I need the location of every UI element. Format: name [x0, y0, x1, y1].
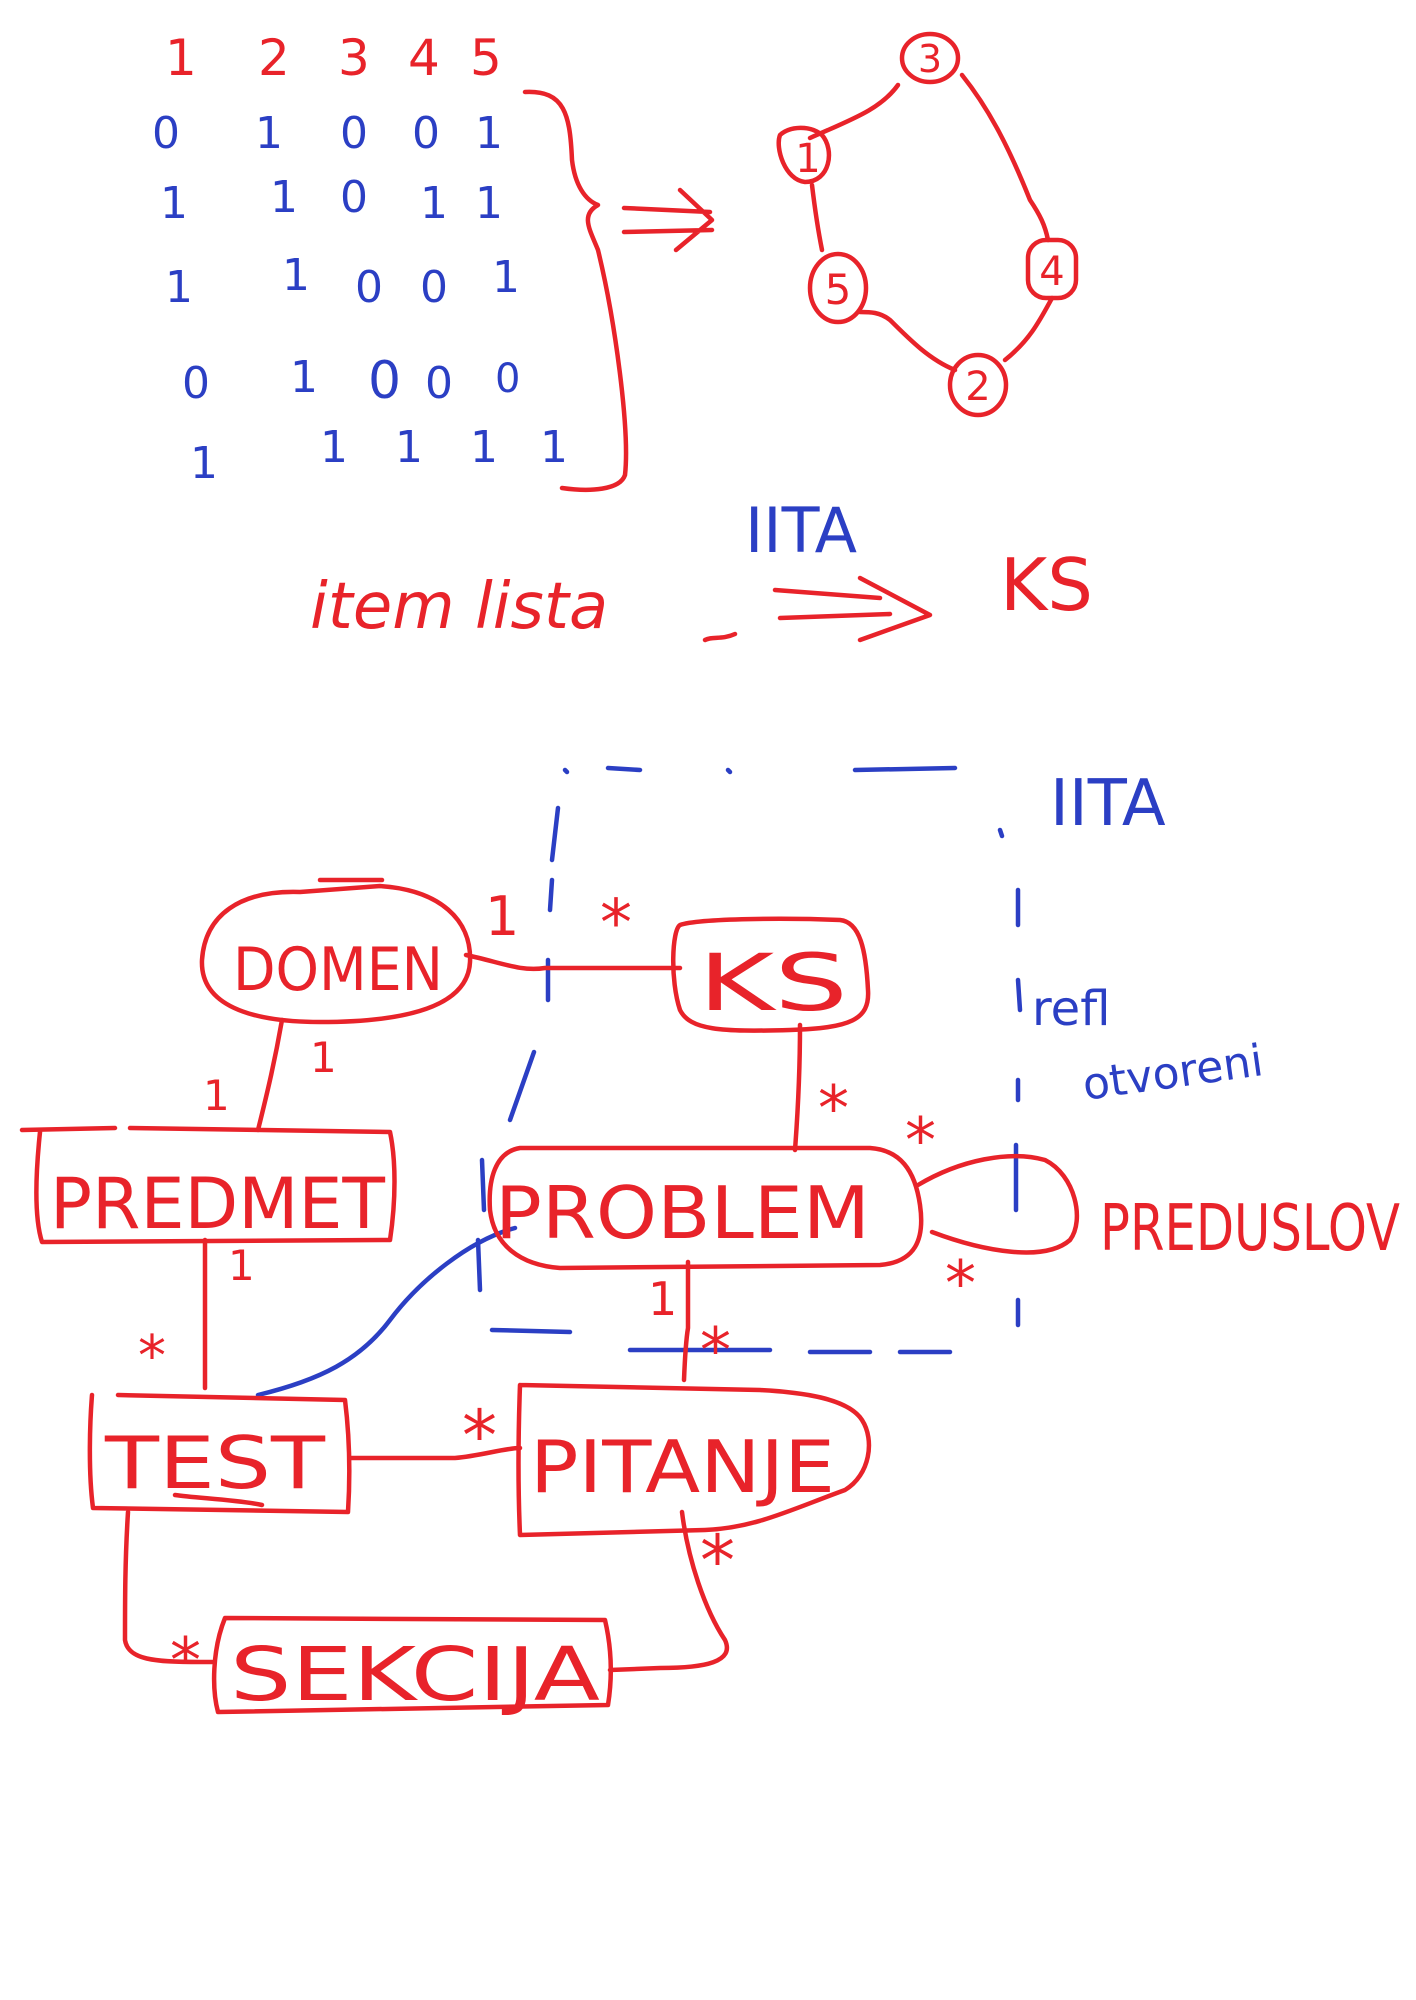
pipeline: item lista IITA KS: [310, 494, 1093, 644]
svg-text:5: 5: [825, 265, 852, 314]
relation-test-sekcija: [122, 1509, 215, 1665]
entity-sekcija: SEKCIJA: [211, 1615, 613, 1718]
matrix-cell: 0: [368, 351, 401, 411]
matrix-cell: 0: [425, 358, 453, 409]
relation-test-pitanje: [347, 1445, 523, 1461]
matrix-cell: 1: [395, 422, 423, 473]
entity-test: TEST: [87, 1392, 352, 1515]
svg-text:TEST: TEST: [104, 1421, 326, 1505]
matrix-cell: 1: [420, 178, 448, 229]
matrix-cell: 1: [160, 178, 188, 229]
matrix-cell: 0: [340, 172, 368, 223]
matrix-col-header-3: 3: [338, 29, 370, 87]
matrix-cell: 1: [282, 250, 310, 301]
matrix-cell: 1: [540, 422, 568, 473]
mult-predmet-test-predmet-side: 1: [228, 1241, 255, 1290]
matrix-cell: 1: [475, 108, 503, 159]
mult-domen-ks-domen-side: 1: [485, 885, 519, 948]
mult-ks-problem-problem-side: *: [818, 1072, 849, 1145]
mult-problem-pitanje-problem-side: 1: [648, 1272, 677, 1326]
entity-ks: KS: [671, 916, 871, 1033]
relation-ks-problem: [792, 1022, 803, 1153]
mult-problem-pitanje-pitanje-side: *: [700, 1314, 731, 1387]
matrix-cell: 1: [190, 438, 218, 489]
graph-node-5: 5: [807, 251, 869, 325]
pipeline-source-label: item lista: [310, 570, 608, 644]
matrix-col-header-4: 4: [408, 29, 440, 87]
relation-problem-preduslov: [915, 1153, 1080, 1255]
svg-text:2: 2: [965, 364, 990, 410]
entity-pitanje: PITANJE: [516, 1382, 872, 1538]
matrix-col-header-2: 2: [258, 29, 290, 87]
entity-predmet: PREDMET: [19, 1125, 397, 1245]
matrix-cell: 0: [152, 108, 180, 159]
matrix-cell: 1: [475, 178, 503, 229]
matrix-cell: 1: [470, 422, 498, 473]
matrix-col-header-1: 1: [165, 29, 197, 87]
matrix-cell: 0: [412, 108, 440, 159]
note-refl: refl: [1032, 981, 1110, 1037]
graph-node-2: 2: [947, 352, 1009, 418]
graph-node-1: 1: [776, 125, 832, 185]
matrix-col-header-5: 5: [470, 29, 502, 87]
svg-text:DOMEN: DOMEN: [233, 935, 443, 1005]
matrix-cell: 1: [270, 172, 298, 223]
multiplicities: 1 * 1 1 * * * 1 * 1 * * * *: [138, 885, 976, 1697]
adjacency-matrix: 1 2 3 4 5 0 1 0 0 1 1 1 0 1 1 1 1 0 0 1 …: [152, 29, 568, 489]
graph-edge-1-3: [807, 82, 901, 141]
matrix-cell: 0: [340, 108, 368, 159]
entity-domen: DOMEN: [199, 877, 473, 1025]
mult-domen-predmet-predmet-side: 1: [203, 1071, 230, 1120]
self-relation-label-preduslov: PREDUSLOV: [1100, 1192, 1400, 1266]
svg-text:SEKCIJA: SEKCIJA: [230, 1632, 600, 1718]
relation-domen-predmet: [255, 1017, 285, 1133]
mult-pitanje-sekcija-pitanje-side: *: [700, 1520, 735, 1602]
entity-problem: PROBLEM: [487, 1145, 924, 1271]
note-otvoreni: otvoreni: [1079, 1035, 1266, 1111]
relation-problem-test-blue: [255, 1225, 518, 1398]
graph-edge-5-1: [809, 182, 825, 253]
er-diagram: IITA refl otvoreni DOMEN KS PREDMET: [19, 765, 1400, 1718]
matrix-cell: 0: [420, 262, 448, 313]
iita-region-border: [475, 765, 1023, 1355]
relation-problem-pitanje: [681, 1259, 691, 1383]
relation-pitanje-sekcija: [607, 1509, 730, 1673]
pipeline-method-label: IITA: [745, 494, 857, 567]
matrix-cell: 1: [492, 252, 520, 303]
graph-edge-4-2: [1002, 295, 1055, 363]
graph-edge-3-4: [959, 72, 1051, 243]
matrix-cell: 1: [255, 108, 283, 159]
matrix-cell: 1: [320, 422, 348, 473]
matrix-cell: 0: [495, 356, 520, 402]
matrix-brace: [522, 89, 629, 492]
mult-problem-self-top: *: [905, 1104, 936, 1177]
iita-region-label: IITA: [1050, 767, 1166, 841]
graph-node-4: 4: [1025, 237, 1079, 301]
mult-test-pitanje-pitanje-side: *: [462, 1395, 497, 1477]
svg-text:3: 3: [918, 37, 942, 81]
graph-edge-2-5: [857, 309, 958, 373]
mult-domen-predmet-domen-side: 1: [310, 1033, 337, 1082]
mult-domen-ks-ks-side: *: [600, 887, 632, 961]
svg-text:PREDMET: PREDMET: [50, 1163, 385, 1245]
implies-arrow-bottom: [772, 575, 933, 643]
pipeline-target-label: KS: [1000, 543, 1093, 627]
svg-text:KS: KS: [698, 939, 848, 1029]
matrix-cell: 1: [290, 352, 318, 403]
relation-domen-ks: [463, 952, 683, 972]
matrix-cell: 0: [355, 262, 383, 313]
graph: 3 1 4 5 2: [776, 31, 1079, 418]
svg-text:PITANJE: PITANJE: [530, 1425, 835, 1509]
mult-test-sekcija-sekcija-side: *: [170, 1624, 201, 1697]
matrix-cell: 1: [165, 262, 193, 313]
graph-node-3: 3: [899, 31, 961, 85]
implies-arrow-top: [621, 187, 715, 253]
mult-predmet-test-test-side: *: [138, 1324, 166, 1389]
svg-text:PROBLEM: PROBLEM: [495, 1171, 870, 1255]
matrix-cell: 0: [182, 358, 210, 409]
svg-text:1: 1: [795, 136, 820, 182]
svg-text:4: 4: [1039, 249, 1064, 295]
mult-problem-self-bottom: *: [945, 1247, 976, 1320]
